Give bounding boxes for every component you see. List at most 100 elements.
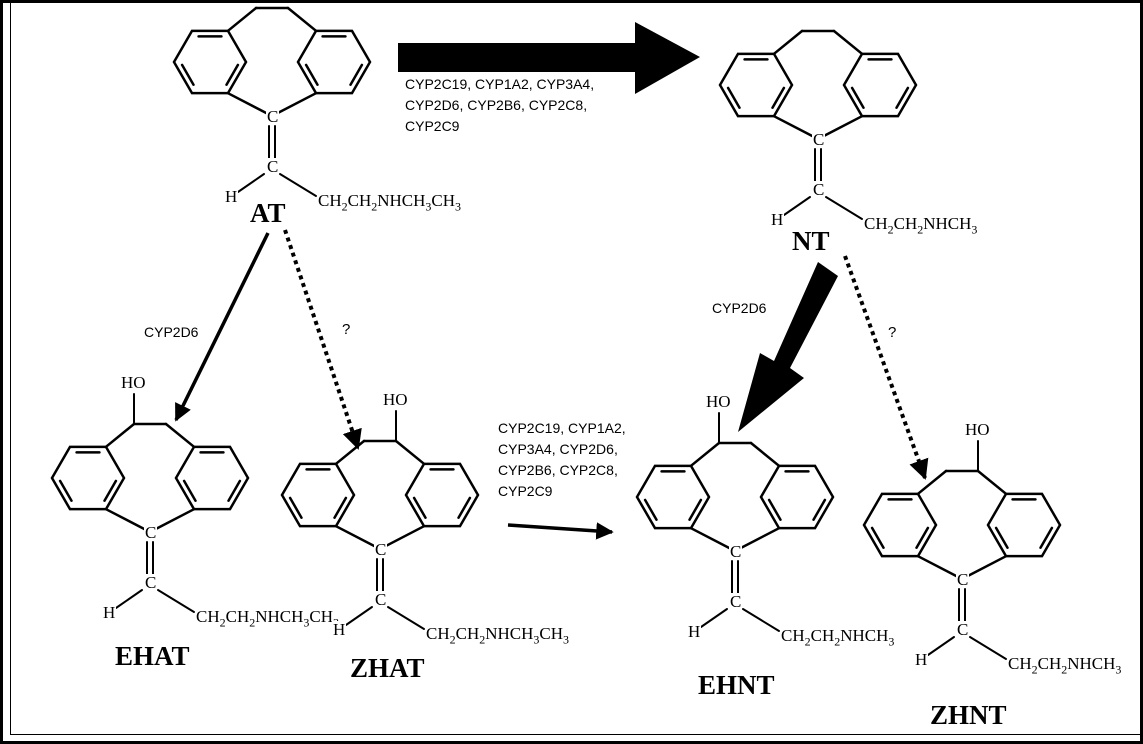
chain-bond [742, 608, 780, 632]
hydrogen-bond [237, 173, 265, 193]
enzymes-at-to-nt: CYP2C19, CYP1A2, CYP3A4, CYP2D6, CYP2B6,… [405, 74, 594, 137]
zhat-name: ZHAT [350, 653, 425, 683]
ehat-central-carbon: C [144, 523, 158, 542]
unknown-enzyme-nt-to-zhnt: ? [888, 324, 897, 341]
zhnt-central-carbon: C [956, 570, 970, 589]
aromatic-double-bond [288, 496, 303, 519]
zhat-left-ring [280, 462, 356, 528]
aromatic-double-bond [457, 496, 472, 519]
zhnt-left-ring [862, 492, 938, 558]
arrow-at-to-zhat [283, 229, 362, 450]
bridge-bond [772, 29, 804, 56]
bridge-bond [226, 6, 258, 33]
at-central-carbon: C [266, 107, 280, 126]
enzyme-line-1: CYP2C19, CYP1A2, [498, 420, 626, 436]
aromatic-double-bond [994, 526, 1009, 549]
ehat-side-chain: CH2CH2NHCH3CH3 [196, 607, 339, 630]
nt-side-chain: CH2CH2NHCH3 [864, 214, 978, 237]
arrow-zhat-to-ehnt [507, 522, 614, 540]
bridge-bond [394, 439, 426, 466]
enzyme-line-3: CYP2B6, CYP2C8, [498, 462, 618, 478]
ehat-hydrogen: H [102, 603, 117, 622]
chain-bond [825, 196, 863, 220]
zhat-central-carbon: C [374, 540, 388, 559]
bridge-bond [226, 91, 274, 118]
bridge-bond [334, 524, 382, 551]
hydrogen-bond [783, 196, 811, 216]
zhat-hydrogen: H [332, 620, 347, 639]
zhnt-hydrogen: H [914, 650, 929, 669]
ehnt-right-ring [759, 464, 835, 530]
bridge-bond [916, 554, 964, 581]
zhat-right-ring [404, 462, 480, 528]
arrow-nt-to-zhnt [843, 255, 929, 480]
zhat-vinyl-carbon: C [374, 590, 388, 609]
hydrogen-bond [115, 589, 143, 609]
bridge-bond [689, 526, 737, 553]
at-vinyl-carbon: C [266, 157, 280, 176]
arrow-nt-to-ehnt [738, 262, 838, 432]
aromatic-double-bond [771, 86, 786, 109]
bridge-bond [104, 422, 136, 449]
ehnt-left-ring [635, 464, 711, 530]
bridge-bond [334, 439, 366, 466]
bridge-bond [916, 469, 948, 496]
aromatic-double-bond [850, 86, 865, 109]
nt-central-carbon: C [812, 130, 826, 149]
zhat-hydroxyl: HO [382, 390, 409, 409]
aromatic-double-bond [812, 498, 827, 521]
enzyme-nt-to-ehnt: CYP2D6 [712, 300, 767, 316]
unknown-enzyme-at-to-zhat: ? [342, 321, 351, 338]
bridge-bond [832, 29, 864, 56]
bridge-bond [104, 507, 152, 534]
bridge-bond [976, 469, 1008, 496]
aromatic-double-bond [643, 498, 658, 521]
hydrogen-bond [345, 606, 373, 626]
ehat-name: EHAT [115, 641, 190, 671]
enzyme-line-3: CYP2C9 [405, 118, 460, 134]
bridge-bond [286, 6, 318, 33]
aromatic-double-bond [1039, 526, 1054, 549]
bridge-bond [164, 422, 196, 449]
aromatic-double-bond [304, 63, 319, 86]
aromatic-double-bond [227, 479, 242, 502]
aromatic-double-bond [412, 496, 427, 519]
ehnt-hydrogen: H [687, 622, 702, 641]
chain-bond [387, 606, 425, 630]
zhnt-hydroxyl: HO [964, 420, 991, 439]
zhnt-right-ring [986, 492, 1062, 558]
arrow-at-to-ehat [174, 232, 270, 422]
zhnt-name: ZHNT [930, 700, 1007, 730]
ehnt-name: EHNT [698, 670, 775, 700]
enzyme-line-2: CYP3A4, CYP2D6, [498, 441, 618, 457]
nt-left-ring [718, 52, 794, 118]
zhnt-side-chain: CH2CH2NHCH3 [1008, 654, 1122, 677]
aromatic-double-bond [180, 63, 195, 86]
nt-name: NT [792, 226, 830, 256]
at-side-chain: CH2CH2NHCH3CH3 [318, 191, 462, 214]
ehnt-hydroxyl: HO [705, 392, 732, 411]
at-hydrogen: H [224, 187, 239, 206]
arrow-at-to-nt [398, 22, 700, 94]
ehat-hydroxyl: HO [120, 373, 147, 392]
nt-right-ring [842, 52, 918, 118]
nt-hydrogen: H [770, 210, 785, 229]
bridge-bond [772, 114, 820, 141]
bridge-bond [749, 441, 781, 468]
aromatic-double-bond [103, 479, 118, 502]
ehat-vinyl-carbon: C [144, 573, 158, 592]
ehat-right-ring [174, 445, 250, 511]
chain-bond [279, 173, 317, 197]
at-name: AT [250, 198, 286, 228]
aromatic-double-bond [870, 526, 885, 549]
aromatic-double-bond [767, 498, 782, 521]
hydrogen-bond [927, 636, 955, 656]
aromatic-double-bond [895, 86, 910, 109]
zhnt-vinyl-carbon: C [956, 620, 970, 639]
at-right-ring [296, 29, 372, 95]
aromatic-double-bond [225, 63, 240, 86]
at-left-ring [172, 29, 248, 95]
enzymes-ehat-to-ehnt: CYP2C19, CYP1A2, CYP3A4, CYP2D6, CYP2B6,… [498, 418, 626, 502]
aromatic-double-bond [688, 498, 703, 521]
